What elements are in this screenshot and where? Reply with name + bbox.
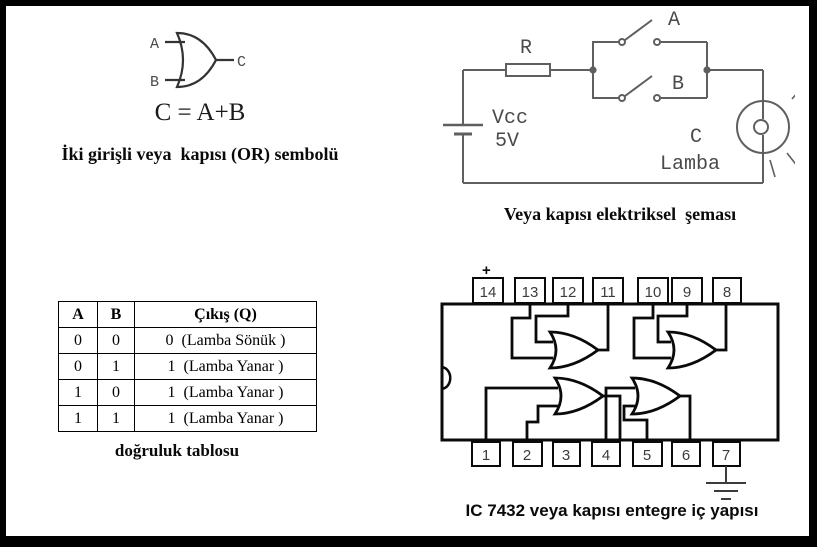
pin-number: 3 [562, 447, 570, 464]
pin-number: 14 [480, 284, 497, 301]
table-row: 0 0 0 (Lamba Sönük ) [58, 327, 317, 354]
pin-number: 4 [602, 447, 610, 464]
pin-number: 11 [600, 284, 616, 301]
pin-number: 13 [522, 284, 539, 301]
pin-box-1 [471, 441, 501, 467]
or-gate-symbol-drawing: A B C [150, 31, 246, 91]
wire [463, 153, 764, 184]
cell-b: 1 [97, 405, 135, 432]
battery-icon [443, 70, 483, 183]
table-row: 1 0 1 (Lamba Yanar ) [58, 379, 317, 406]
or-symbol-caption: İki girişli veya kapısı (OR) sembolü [61, 144, 339, 164]
ic-7432-drawing: + 14 13 12 11 10 9 8 [440, 262, 780, 500]
pin-number: 8 [723, 284, 731, 301]
col-header-q: Çıkış (Q) [134, 301, 317, 328]
resistor-icon [505, 63, 551, 77]
lamp-c-label: C [690, 126, 702, 149]
switch-a-icon [592, 19, 708, 70]
voltage-label: 5V [495, 130, 519, 153]
cell-q: 1 (Lamba Yanar ) [134, 353, 317, 380]
pin-box-4 [591, 441, 621, 467]
cell-b: 0 [97, 327, 135, 354]
ic-body [440, 302, 780, 442]
ic-caption: IC 7432 veya kapısı entegre iç yapısı [465, 501, 759, 520]
cell-a: 1 [58, 379, 98, 406]
switch-b-icon [592, 70, 708, 102]
pin-number: 12 [560, 284, 577, 301]
or-formula: C = A+B [154, 99, 246, 126]
cell-q: 1 (Lamba Yanar ) [134, 379, 317, 406]
pin-number: 1 [482, 447, 490, 464]
or-gate-4-icon [604, 376, 692, 440]
pin-box-2 [512, 441, 543, 467]
pin-number: 10 [645, 284, 662, 301]
pin-number: 6 [682, 447, 690, 464]
symbol-output-c-label: C [237, 54, 246, 71]
symbol-input-a-label: A [150, 36, 159, 53]
col-header-b: B [97, 301, 135, 328]
truth-table: A B Çıkış (Q) 0 0 0 (Lamba Sönük ) 0 1 1… [58, 301, 317, 432]
switch-a-label: A [668, 9, 680, 32]
table-row: 1 1 1 (Lamba Yanar ) [58, 405, 317, 432]
or-gate-icon [165, 31, 234, 89]
pin-box-5 [632, 441, 663, 467]
light-rays-icon [769, 94, 795, 178]
or-gate-2-icon [632, 304, 728, 370]
lamp-icon [736, 100, 790, 154]
cell-a: 0 [58, 353, 98, 380]
wire [707, 69, 764, 101]
cell-a: 1 [58, 405, 98, 432]
lamp-label: Lamba [660, 153, 720, 176]
vcc-label: Vcc [492, 107, 528, 130]
pin-number: 9 [683, 284, 691, 301]
col-header-a: A [58, 301, 98, 328]
pin-box-6 [671, 441, 701, 467]
ic-notch [441, 365, 452, 391]
or-gate-1-icon [510, 304, 610, 370]
or-circuit-drawing: R Vcc 5V A B C Lamba [443, 9, 795, 184]
cell-b: 0 [97, 379, 135, 406]
pin-number: 5 [643, 447, 651, 464]
pin-box-3 [552, 441, 581, 467]
cell-q: 1 (Lamba Yanar ) [134, 405, 317, 432]
ground-icon [706, 466, 746, 500]
truth-table-header-row: A B Çıkış (Q) [58, 301, 317, 328]
symbol-input-b-label: B [150, 74, 159, 91]
pin-number: 7 [722, 447, 730, 464]
switch-b-label: B [672, 73, 684, 96]
or-gate-3-icon [484, 376, 622, 440]
resistor-label: R [520, 37, 532, 60]
plus-label: + [482, 262, 491, 279]
truth-table-caption: doğruluk tablosu [114, 441, 240, 460]
pin-number: 2 [523, 447, 531, 464]
circuit-caption: Veya kapısı elektriksel şeması [503, 204, 737, 224]
table-row: 0 1 1 (Lamba Yanar ) [58, 353, 317, 380]
junction-dot [589, 66, 597, 74]
cell-q: 0 (Lamba Sönük ) [134, 327, 317, 354]
bottom-pin-row [471, 441, 741, 467]
cell-b: 1 [97, 353, 135, 380]
cell-a: 0 [58, 327, 98, 354]
